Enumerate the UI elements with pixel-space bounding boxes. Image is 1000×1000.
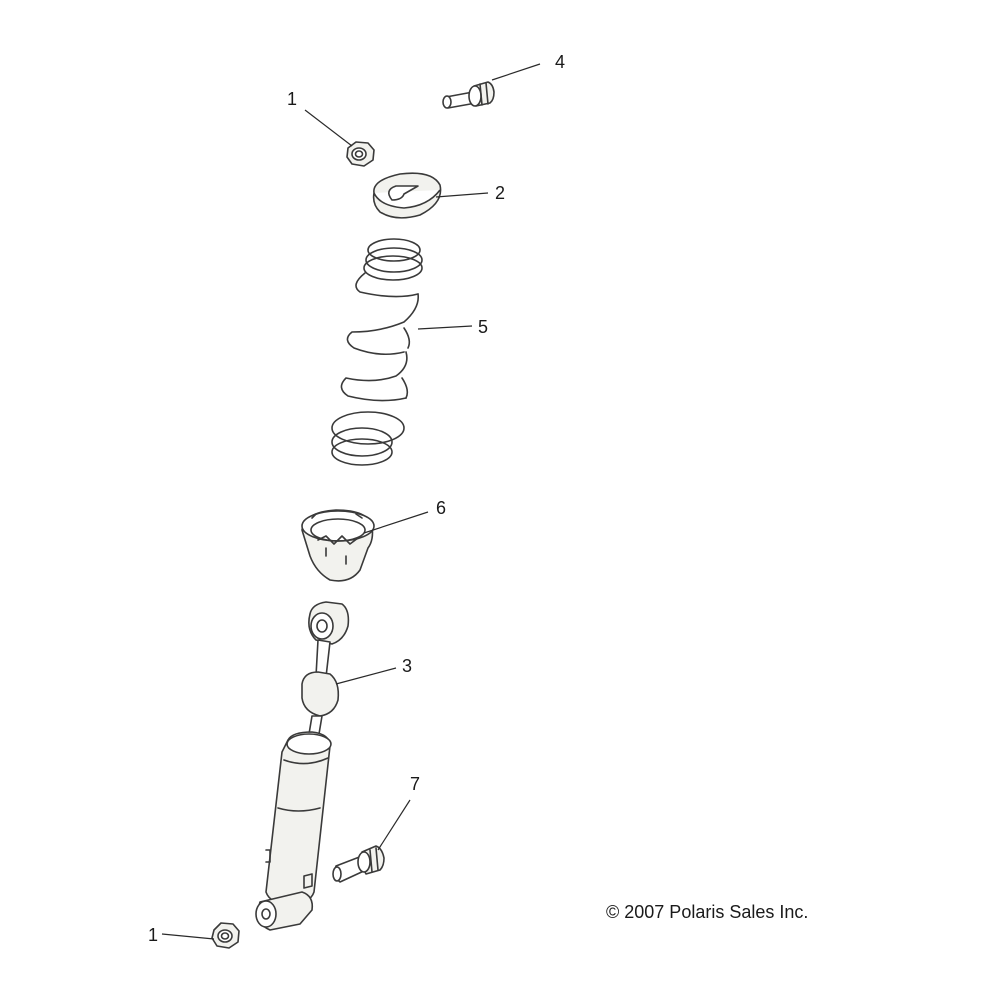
retainer-part — [372, 172, 442, 219]
leader-line — [491, 63, 541, 81]
nut-top-part — [346, 141, 375, 167]
leader-line — [363, 511, 429, 534]
bolt-bottom-part — [332, 845, 385, 883]
callout-number: 1 — [148, 925, 158, 945]
spring-part — [331, 238, 423, 466]
leader-line — [435, 192, 489, 198]
copyright-notice: © 2007 Polaris Sales Inc. — [606, 902, 808, 922]
leader-line — [304, 109, 353, 147]
leader-line — [335, 667, 397, 685]
callout-number: 5 — [478, 317, 488, 337]
callout-number: 6 — [436, 498, 446, 518]
nut-bottom-part — [211, 922, 240, 949]
callout-number: 7 — [410, 774, 420, 794]
callout-number: 2 — [495, 183, 505, 203]
spring-seat-part — [301, 509, 375, 582]
callout-number: 1 — [287, 89, 297, 109]
leader-line — [417, 325, 473, 330]
leader-line — [377, 799, 411, 851]
shock-part — [255, 601, 350, 931]
callout-number: 3 — [402, 656, 412, 676]
leader-line — [161, 933, 215, 940]
callout-number: 4 — [555, 52, 565, 72]
bolt-top-part — [442, 81, 495, 109]
